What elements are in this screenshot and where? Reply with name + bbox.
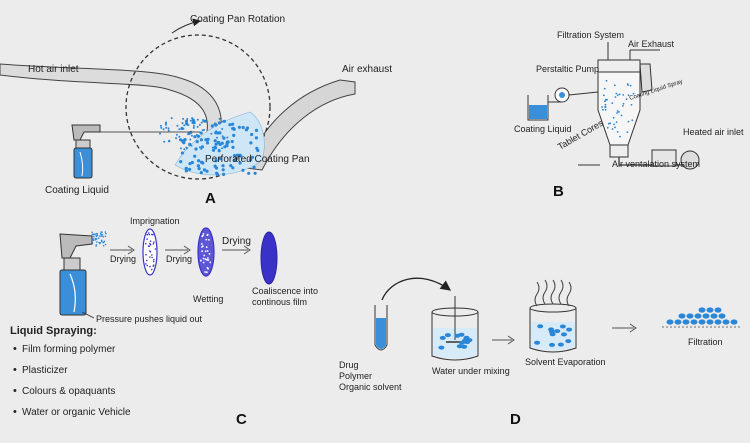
label-coalescence-2: continous film: [252, 297, 307, 307]
panel-d: Drug Polymer Organic solvent Water under…: [339, 277, 742, 428]
perforated-coating-pan: [125, 34, 271, 180]
beaker-solvent-evaporation: [529, 279, 577, 353]
liquid-spraying-items: Film forming polymer Plasticizer Colours…: [10, 339, 131, 423]
label-polymer: Polymer: [339, 371, 372, 381]
label-coating-liquid-b: Coating Liquid: [514, 124, 572, 134]
spray-gun-c: [59, 233, 93, 316]
label-pressure: Pressure pushes liquid out: [96, 314, 203, 324]
arrow-to-evaporation: [492, 335, 515, 345]
label-wetting: Wetting: [193, 294, 223, 304]
label-water-under-mixing: Water under mixing: [432, 366, 510, 376]
beaker-water-mixing: [431, 296, 479, 361]
label-perforated-coating-pan: Perforated Coating Pan: [205, 154, 310, 165]
panel-letter-c: C: [236, 411, 247, 428]
filtration-housing: [597, 59, 641, 73]
panel-c: Imprignation Drying Drying Drying Wettin…: [59, 216, 318, 428]
label-hot-air-inlet: Hot air inlet: [28, 64, 79, 75]
arrow-to-filtration: [612, 323, 637, 333]
panel-letter-d: D: [510, 411, 521, 428]
rotation-arrow: [171, 18, 201, 34]
label-tablet-cores: Tablet Cores: [556, 118, 605, 152]
label-coating-pan-rotation: Coating Pan Rotation: [190, 14, 285, 25]
drug-solution: [376, 318, 386, 349]
hot-air-inlet-pipe: [0, 63, 222, 143]
label-peristaltic-pump: Perstaltic Pump: [536, 64, 599, 74]
label-filtration-system: Filtration System: [557, 30, 624, 40]
liquid-spraying-title: Liquid Spraying:: [10, 325, 97, 337]
label-drying-3: Drying: [222, 236, 251, 247]
label-air-exhaust-a: Air exhaust: [342, 64, 392, 75]
panel-a: Coating Pan Rotation Hot air inlet Air e…: [0, 14, 392, 207]
label-organic-solvent: Organic solvent: [339, 382, 402, 392]
air-exhaust-pipe: [244, 79, 356, 171]
label-solvent-evaporation: Solvent Evaporation: [525, 357, 606, 367]
label-coalescence-1: Coaliscence into: [252, 286, 318, 296]
coating-liquid-beaker: [527, 95, 549, 121]
process-arrows-c: [110, 245, 251, 255]
panel-letter-b: B: [553, 183, 564, 200]
list-item: Colours & opaquants: [13, 381, 131, 402]
particle-stage-film: [260, 231, 278, 285]
label-drug: Drug: [339, 360, 359, 370]
transfer-arrow: [381, 277, 452, 301]
label-heated-air-inlet: Heated air inlet: [683, 127, 744, 137]
panel-b: Filtration System Air Exhaust Perstaltic…: [514, 30, 744, 200]
label-coating-liquid-a: Coating Liquid: [45, 185, 109, 196]
label-air-ventilation: Air ventalation system: [612, 159, 700, 169]
list-item: Water or organic Vehicle: [13, 402, 131, 423]
exhaust-elbow: [639, 63, 653, 93]
vapour-lines: [534, 279, 572, 307]
fluid-bed-vessel: [597, 71, 641, 146]
filtered-particles: [666, 307, 738, 325]
label-air-exhaust-b: Air Exhaust: [628, 39, 675, 49]
vessel-particles: [601, 79, 635, 138]
spray-gun-a: [71, 124, 101, 179]
label-drying-1: Drying: [110, 254, 136, 264]
spray-droplets: [159, 117, 229, 151]
test-tube: [374, 305, 388, 351]
list-item: Plasticizer: [13, 360, 131, 381]
label-imprignation: Imprignation: [130, 216, 180, 226]
label-filtration-d: Filtration: [688, 337, 723, 347]
list-item: Film forming polymer: [13, 339, 131, 360]
ventilation-fan: [680, 150, 700, 170]
label-drying-2: Drying: [166, 254, 192, 264]
liquid-spraying-list: Liquid Spraying: Film forming polymer Pl…: [10, 325, 131, 423]
spray-droplets-c: [91, 231, 107, 247]
panel-letter-a: A: [205, 190, 216, 207]
